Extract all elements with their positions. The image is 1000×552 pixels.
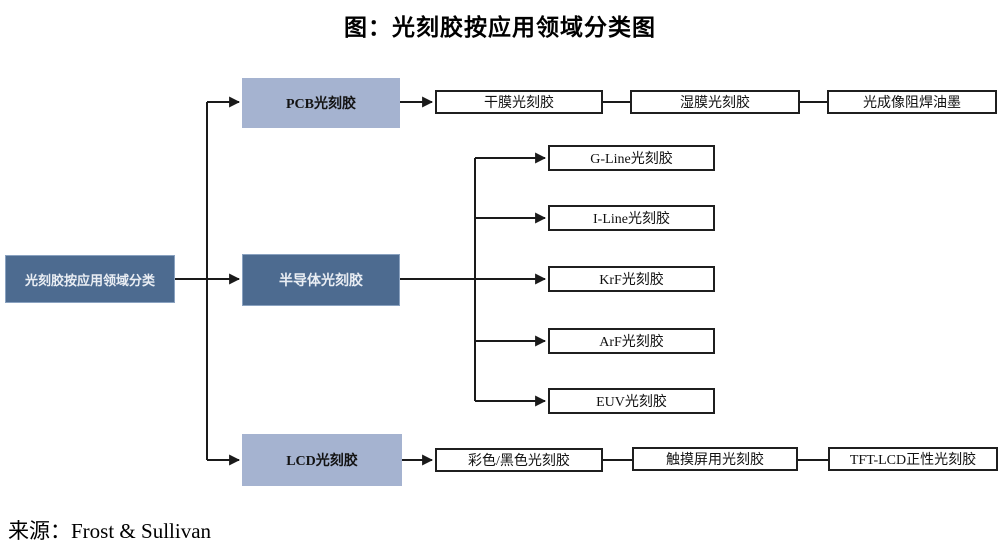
node-leaf-gline: G-Line光刻胶 — [548, 145, 715, 171]
node-root: 光刻胶按应用领域分类 — [5, 255, 175, 303]
node-branch-semiconductor: 半导体光刻胶 — [242, 254, 400, 306]
node-branch-pcb: PCB光刻胶 — [242, 78, 400, 128]
node-leaf-krf: KrF光刻胶 — [548, 266, 715, 292]
node-leaf-arf: ArF光刻胶 — [548, 328, 715, 354]
node-leaf-dry-film: 干膜光刻胶 — [435, 90, 603, 114]
node-leaf-tft-lcd: TFT-LCD正性光刻胶 — [828, 447, 998, 471]
node-leaf-color-black: 彩色/黑色光刻胶 — [435, 448, 603, 472]
node-branch-lcd: LCD光刻胶 — [242, 434, 402, 486]
node-leaf-solder-ink: 光成像阻焊油墨 — [827, 90, 997, 114]
node-leaf-touchscreen: 触摸屏用光刻胶 — [632, 447, 798, 471]
node-leaf-euv: EUV光刻胶 — [548, 388, 715, 414]
source-note: 来源：Frost & Sullivan — [8, 519, 212, 543]
node-leaf-iline: I-Line光刻胶 — [548, 205, 715, 231]
diagram-title: 图：光刻胶按应用领域分类图 — [344, 15, 656, 40]
node-leaf-wet-film: 湿膜光刻胶 — [630, 90, 800, 114]
